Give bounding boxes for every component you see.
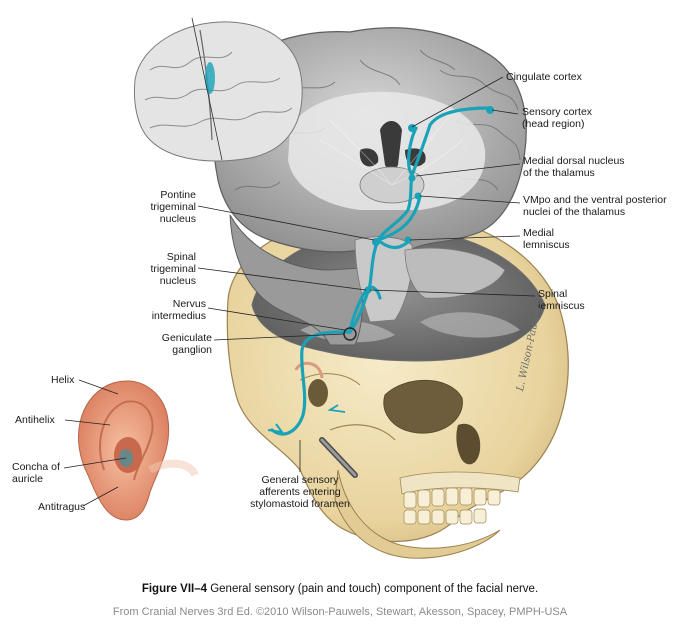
leader-lines [63, 76, 536, 507]
label-helix: Helix [51, 374, 75, 386]
label-geniculate-ganglion: Geniculate ganglion [161, 332, 212, 356]
label-antihelix: Antihelix [15, 414, 55, 426]
source-credit: From Cranial Nerves 3rd Ed. ©2010 Wilson… [112, 606, 568, 618]
label-spinal-trigeminal: Spinal trigeminal nucleus [150, 251, 196, 287]
sensory-pathway [270, 106, 492, 436]
label-general-sensory-afferents: General sensory afferents entering stylo… [250, 474, 350, 510]
label-antitragus: Antitragus [38, 501, 86, 513]
label-vmpo-ventral-posterior: VMpo and the ventral posterior nuclei of… [523, 194, 667, 218]
figure-caption: Figure VII–4 General sensory (pain and t… [0, 583, 680, 595]
label-pontine-trigeminal: Pontine trigeminal nucleus [150, 189, 196, 225]
label-medial-lemniscus: Medial lemniscus [523, 227, 570, 251]
figure-number: Figure VII–4 [141, 583, 208, 595]
pathway-nodes [364, 106, 494, 294]
label-cingulate-cortex: Cingulate cortex [506, 71, 582, 83]
label-spinal-lemniscus: Spinal lemniscus [538, 288, 585, 312]
label-nervus-intermedius: Nervus intermedius [151, 298, 206, 322]
label-medial-dorsal-nucleus: Medial dorsal nucleus of the thalamus [523, 155, 625, 179]
lateral-brain-inset [133, 17, 303, 162]
label-concha-of-auricle: Concha of auricle [12, 461, 60, 485]
ear-arrow [327, 404, 346, 413]
afferent-arrow [267, 423, 285, 434]
label-sensory-cortex: Sensory cortex (head region) [522, 106, 593, 130]
caption-text: General sensory (pain and touch) compone… [207, 583, 539, 595]
